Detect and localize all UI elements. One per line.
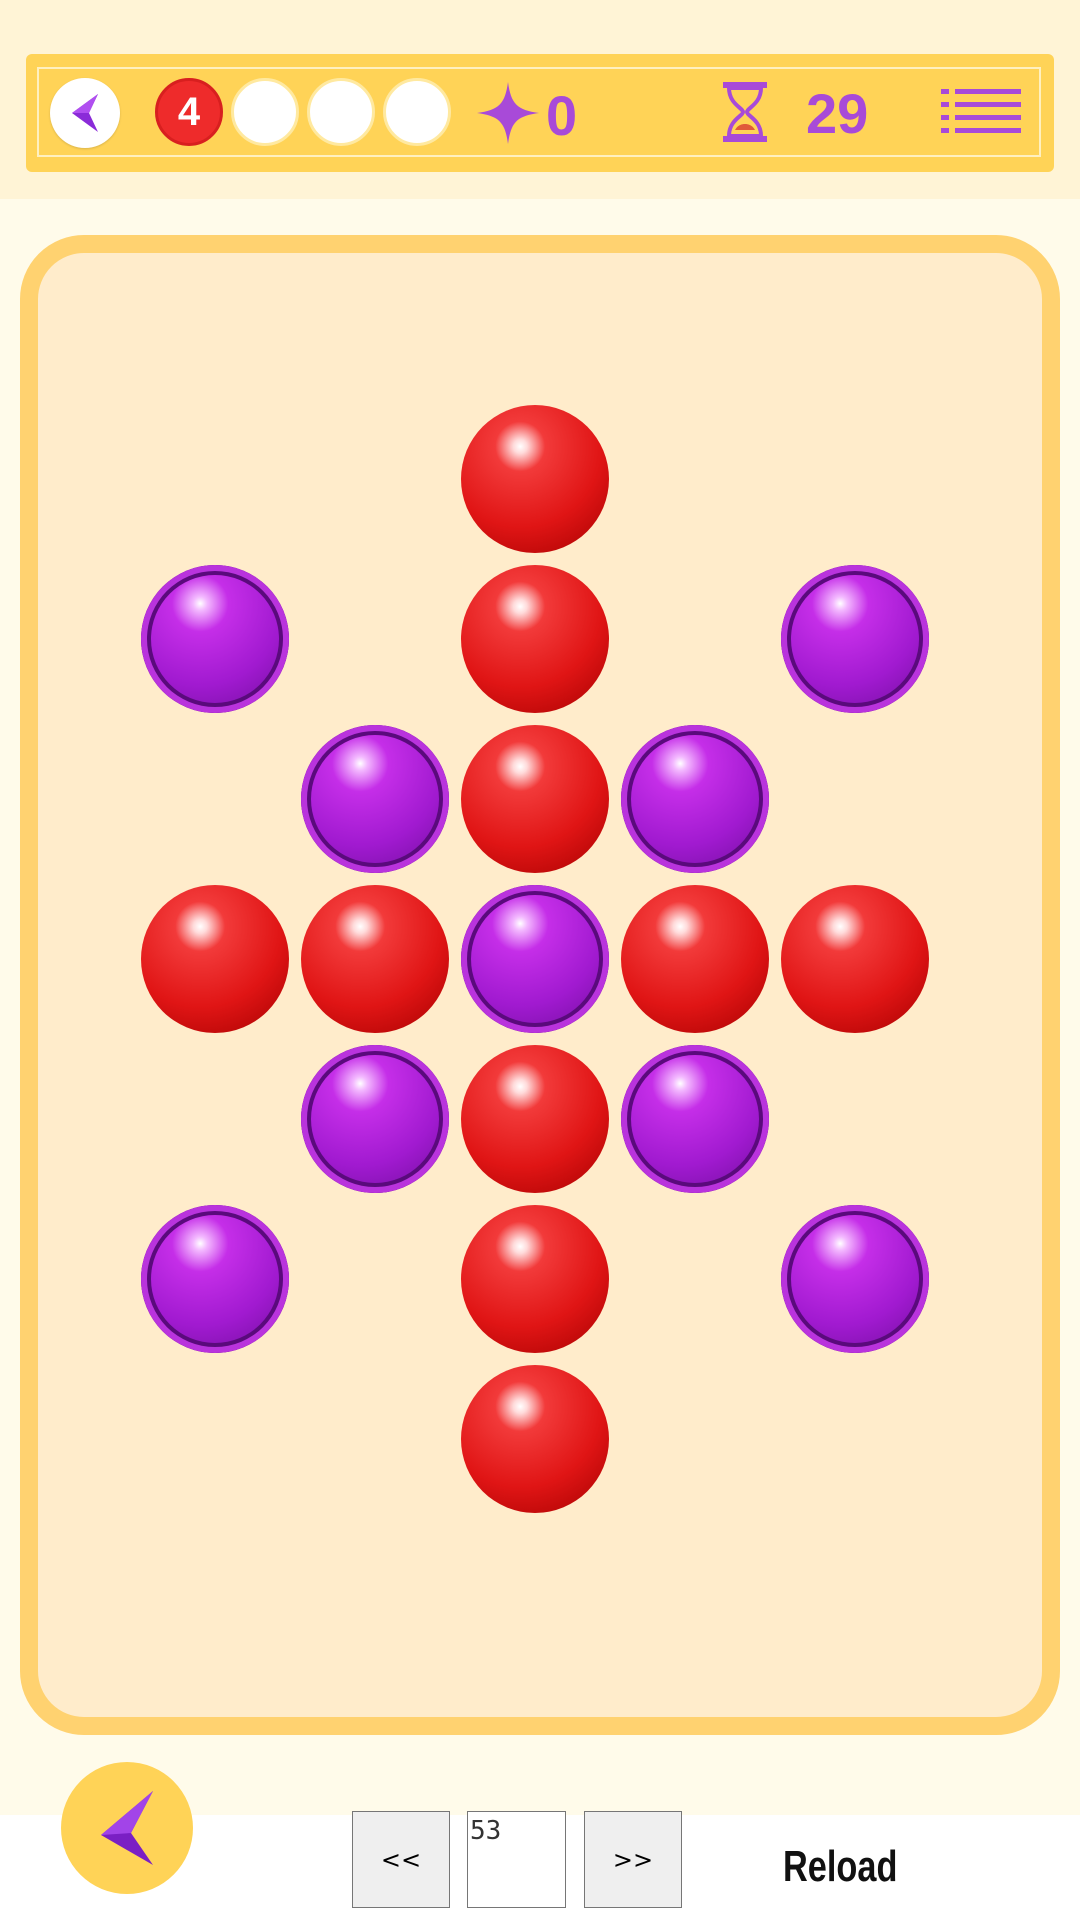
hourglass-icon <box>723 82 767 142</box>
four-point-star-icon <box>477 82 539 144</box>
purple-ball[interactable] <box>781 565 929 713</box>
red-ball[interactable] <box>461 1045 609 1193</box>
chevron-left-icon <box>101 1791 153 1865</box>
level-dot-4 <box>383 78 451 146</box>
chevron-left-icon <box>72 94 98 132</box>
red-ball[interactable] <box>461 1365 609 1513</box>
back-button[interactable] <box>61 1762 193 1894</box>
level-number-input[interactable]: 53 <box>467 1811 566 1908</box>
purple-ball[interactable] <box>781 1205 929 1353</box>
game-board <box>20 235 1060 1735</box>
red-ball[interactable] <box>141 885 289 1033</box>
red-ball[interactable] <box>781 885 929 1033</box>
prev-level-button[interactable]: << <box>352 1811 450 1908</box>
purple-ball[interactable] <box>301 1045 449 1193</box>
purple-ball[interactable] <box>301 725 449 873</box>
purple-ball[interactable] <box>141 1205 289 1353</box>
stars-count: 0 <box>546 84 578 147</box>
timer-value: 29 <box>806 82 869 145</box>
red-ball[interactable] <box>301 885 449 1033</box>
next-level-button[interactable]: >> <box>584 1811 682 1908</box>
red-ball[interactable] <box>461 725 609 873</box>
purple-ball[interactable] <box>141 565 289 713</box>
purple-ball[interactable] <box>461 885 609 1033</box>
level-dot-2 <box>231 78 299 146</box>
reload-button[interactable]: Reload <box>783 1842 898 1891</box>
level-dot-1: 4 <box>155 78 223 146</box>
header-back-button[interactable] <box>50 78 120 148</box>
level-dot-3 <box>307 78 375 146</box>
header-frame <box>37 67 1041 157</box>
menu-list-icon[interactable] <box>941 86 1021 136</box>
game-header: 4 0 29 <box>26 54 1054 172</box>
purple-ball[interactable] <box>621 725 769 873</box>
red-ball[interactable] <box>621 885 769 1033</box>
red-ball[interactable] <box>461 1205 609 1353</box>
red-ball[interactable] <box>461 565 609 713</box>
purple-ball[interactable] <box>621 1045 769 1193</box>
red-ball[interactable] <box>461 405 609 553</box>
